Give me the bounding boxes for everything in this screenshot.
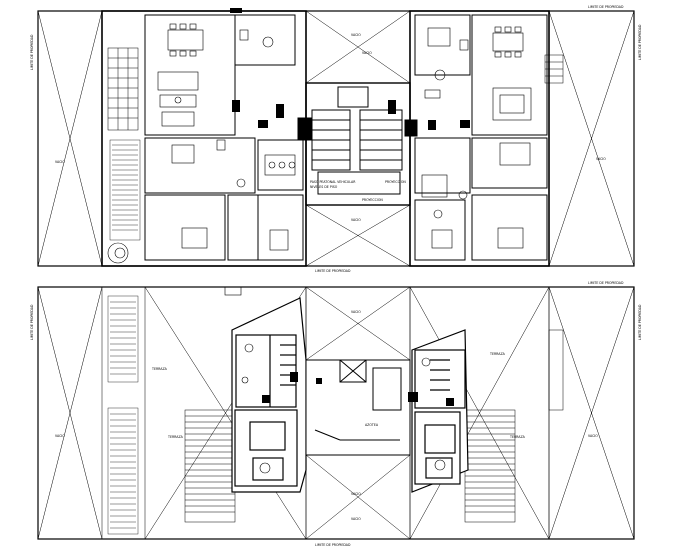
lower-limit-left: LIMITE DE PROPIEDAD bbox=[30, 304, 34, 340]
lower-fixtures bbox=[224, 286, 446, 474]
upper-stair-core bbox=[297, 82, 418, 206]
lower-left-deck-hatch bbox=[184, 409, 236, 523]
upper-void-label: VACIO bbox=[351, 33, 361, 37]
upper-limit-right: LIMITE DE PROPIEDAD bbox=[638, 24, 642, 60]
upper-left-rooms bbox=[144, 14, 304, 261]
lower-void-label: VACIO bbox=[351, 492, 361, 496]
lower-left-louvre-top bbox=[107, 295, 139, 383]
lower-note: AZOTEA bbox=[365, 423, 379, 427]
upper-center-bottom-void bbox=[305, 204, 411, 267]
lower-void-label: VACIO bbox=[351, 517, 361, 521]
upper-right-sofa bbox=[492, 87, 532, 121]
upper-center-top-void bbox=[305, 10, 411, 84]
upper-limit-left: LIMITE DE PROPIEDAD bbox=[30, 34, 34, 70]
lower-left-louvre-bottom bbox=[107, 407, 139, 535]
upper-left-dining-table bbox=[167, 23, 204, 57]
lower-right-deck-hatch bbox=[464, 409, 516, 523]
upper-void-label: VACIO bbox=[351, 218, 361, 222]
upper-plan bbox=[37, 8, 635, 267]
lower-note: TERRAZA bbox=[167, 435, 184, 439]
lower-right-void bbox=[548, 286, 635, 540]
upper-limit-top: LIMITE DE PROPIEDAD bbox=[588, 5, 624, 9]
upper-right-balcony-grid bbox=[544, 54, 564, 84]
upper-plan-texts: LIMITE DE PROPIEDAD LIMITE DE PROPIEDAD … bbox=[30, 5, 642, 273]
upper-left-louvre bbox=[109, 139, 141, 241]
lower-limit-top: LIMITE DE PROPIEDAD bbox=[588, 281, 624, 285]
upper-left-balcony-grid bbox=[107, 47, 139, 131]
upper-note: PASO PEATONAL VEHICULAR bbox=[310, 180, 356, 184]
upper-right-void bbox=[548, 10, 635, 267]
lower-void-label: VACIO bbox=[55, 434, 65, 438]
lower-limit-right: LIMITE DE PROPIEDAD bbox=[638, 304, 642, 340]
lower-center-roof bbox=[305, 359, 411, 456]
upper-void-label: VACIO bbox=[55, 160, 65, 164]
upper-right-beds bbox=[421, 142, 531, 249]
lower-dark-fixtures bbox=[262, 372, 454, 406]
lower-note: TERRAZA bbox=[151, 367, 168, 371]
upper-left-void bbox=[37, 10, 103, 267]
lower-left-void bbox=[37, 286, 103, 540]
upper-right-dining-table bbox=[427, 26, 524, 58]
lower-limit-bottom: LIMITE DE PROPIEDAD bbox=[315, 543, 351, 547]
upper-left-sofa bbox=[157, 71, 199, 127]
lower-note: TERRAZA bbox=[509, 435, 526, 439]
upper-right-rooms bbox=[414, 14, 548, 261]
upper-left-beds bbox=[171, 144, 289, 251]
lower-right-strip bbox=[548, 329, 564, 411]
lower-center-top-void bbox=[305, 286, 411, 361]
upper-void-label: VACIO bbox=[596, 157, 606, 161]
lower-note: TERRAZA bbox=[489, 352, 506, 356]
upper-note: PROYECCION bbox=[385, 180, 406, 184]
lower-plan-texts: LIMITE DE PROPIEDAD LIMITE DE PROPIEDAD … bbox=[30, 281, 642, 547]
lower-center-bottom-void bbox=[305, 454, 411, 540]
lower-plan bbox=[37, 286, 635, 540]
lower-right-core bbox=[411, 329, 469, 493]
upper-left-fixtures bbox=[107, 29, 296, 264]
upper-note: NIVELES DE PISO bbox=[310, 185, 338, 189]
upper-void-label: VACIO bbox=[362, 51, 372, 55]
lower-void-label: VACIO bbox=[588, 434, 598, 438]
upper-limit-bottom: LIMITE DE PROPIEDAD bbox=[315, 269, 351, 273]
upper-dark-fixtures bbox=[230, 8, 470, 130]
lower-void-label: VACIO bbox=[351, 310, 361, 314]
upper-note: PROYECCION bbox=[362, 198, 383, 202]
upper-right-fixtures bbox=[424, 39, 469, 219]
